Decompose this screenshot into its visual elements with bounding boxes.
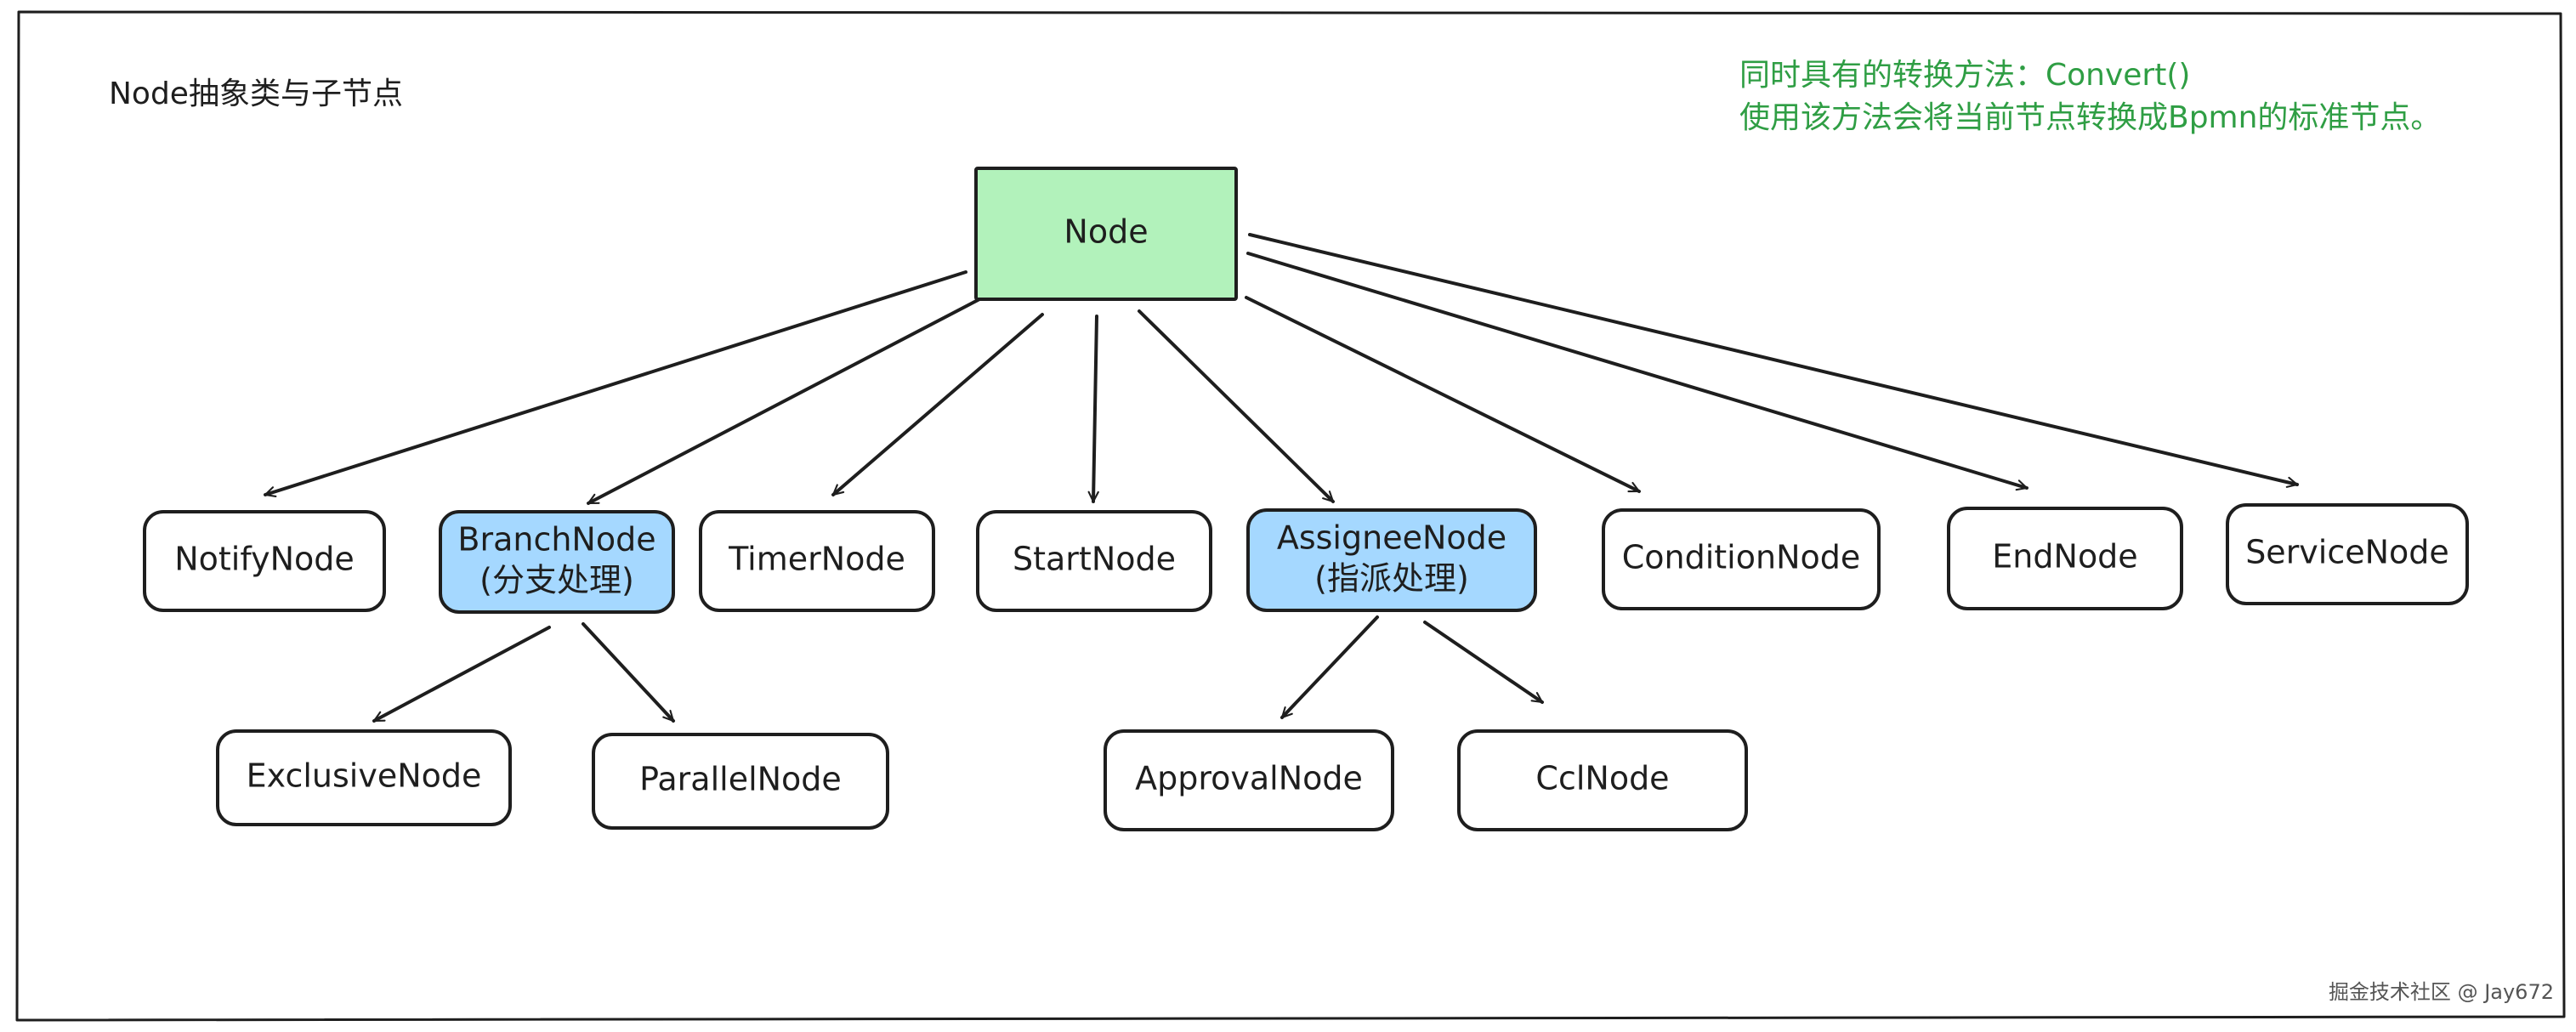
node-shape-branch — [439, 510, 675, 614]
node-shape-assignee — [1246, 508, 1537, 612]
node-box-condition[interactable]: ConditionNode — [1602, 508, 1881, 610]
diagram-title: Node抽象类与子节点 — [109, 77, 403, 111]
node-label-timer: TimerNode — [728, 541, 905, 578]
arrow-node-to-service — [1248, 233, 2299, 488]
node-box-start[interactable]: StartNode — [976, 510, 1212, 612]
node-shape-approval — [1104, 729, 1394, 831]
node-label-exclusive: ExclusiveNode — [247, 757, 482, 795]
arrow-node-to-timer — [831, 313, 1044, 496]
note-line-2: 使用该方法会将当前节点转换成Bpmn的标准节点。 — [1739, 100, 2441, 135]
edges-layer — [264, 233, 2299, 723]
node-label-assignee-2: (指派处理) — [1314, 560, 1469, 598]
node-box-assignee[interactable]: AssigneeNode(指派处理) — [1246, 508, 1537, 612]
arrow-branch-to-parallel — [582, 622, 675, 723]
arrow-node-to-branch — [587, 296, 984, 505]
node-label-parallel: ParallelNode — [639, 761, 842, 798]
node-label-assignee-1: AssigneeNode — [1277, 519, 1506, 557]
node-box-ccl[interactable]: CclNode — [1457, 729, 1748, 831]
node-box-node[interactable]: Node — [974, 167, 1238, 301]
node-label-branch-2: (分支处理) — [479, 562, 634, 599]
node-box-parallel[interactable]: ParallelNode — [592, 733, 889, 830]
node-shape-end — [1947, 507, 2183, 610]
arrow-node-to-notify — [264, 270, 967, 497]
node-shape-service — [2226, 503, 2469, 605]
node-label-start: StartNode — [1013, 541, 1176, 578]
node-shape-node — [974, 167, 1238, 301]
node-shape-timer — [699, 510, 935, 612]
node-shape-condition — [1602, 508, 1881, 610]
arrow-node-to-assignee — [1138, 309, 1335, 503]
node-label-approval: ApprovalNode — [1135, 760, 1363, 797]
node-label-ccl: CclNode — [1535, 760, 1669, 797]
node-label-node: Node — [1064, 213, 1148, 251]
watermark: 掘金技术社区 @ Jay672 — [2329, 980, 2554, 1004]
arrow-assignee-to-ccl — [1423, 621, 1544, 704]
node-box-service[interactable]: ServiceNode — [2226, 503, 2469, 605]
node-box-exclusive[interactable]: ExclusiveNode — [216, 729, 512, 826]
arrow-assignee-to-approval — [1280, 615, 1379, 719]
arrow-node-to-start — [1087, 315, 1099, 503]
node-label-branch-1: BranchNode — [457, 521, 655, 559]
arrow-node-to-end — [1246, 252, 2028, 491]
arrow-branch-to-exclusive — [372, 626, 551, 723]
node-label-end: EndNode — [1992, 538, 2137, 576]
note-line-1: 同时具有的转换方法：Convert() — [1739, 58, 2190, 93]
node-shape-notify — [143, 510, 386, 612]
node-box-branch[interactable]: BranchNode(分支处理) — [439, 510, 675, 614]
node-shape-ccl — [1457, 729, 1748, 831]
node-label-service: ServiceNode — [2245, 534, 2449, 571]
arrow-node-to-condition — [1245, 296, 1641, 493]
node-label-condition: ConditionNode — [1622, 539, 1861, 576]
node-shape-parallel — [592, 733, 889, 830]
node-box-end[interactable]: EndNode — [1947, 507, 2183, 610]
node-box-approval[interactable]: ApprovalNode — [1104, 729, 1394, 831]
outer-frame — [15, 10, 2566, 1022]
node-box-notify[interactable]: NotifyNode — [143, 510, 386, 612]
node-label-notify: NotifyNode — [174, 541, 355, 578]
node-box-timer[interactable]: TimerNode — [699, 510, 935, 612]
node-shape-exclusive — [216, 729, 512, 826]
node-shape-start — [976, 510, 1212, 612]
